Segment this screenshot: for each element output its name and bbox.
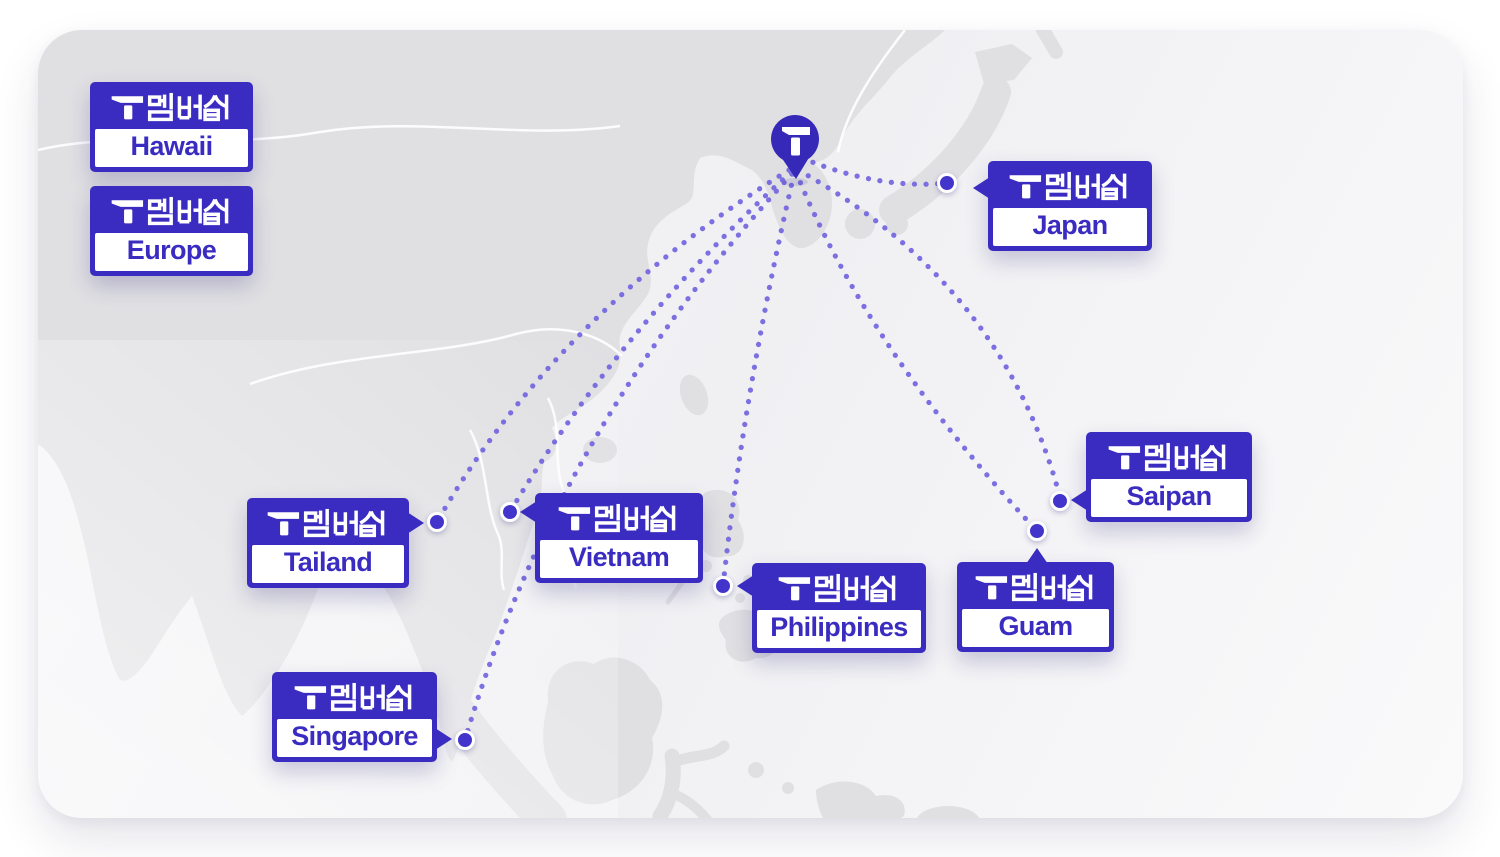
- map-dot-philippines: [713, 576, 733, 596]
- landmass-luzon: [696, 489, 744, 558]
- route-line-guam: [793, 169, 1040, 534]
- badge-pointer: [737, 575, 754, 597]
- location-name: Tailand: [252, 545, 404, 583]
- route-line-philippines: [720, 171, 797, 589]
- t-membership-logo-icon: [109, 91, 228, 121]
- location-badge-saipan: T 멤버십 Saipan: [1071, 432, 1252, 522]
- t-membership-logo-icon: [1107, 441, 1226, 471]
- t-membership-wordmark: T 멤버십: [1091, 440, 1247, 473]
- t-membership-wordmark: T 멤버십: [993, 169, 1147, 202]
- badge-pointer: [520, 501, 537, 523]
- map-dot-tailand: [427, 512, 447, 532]
- t-membership-wordmark: T 멤버십: [95, 194, 248, 227]
- location-badge-philippines: T 멤버십 Philippines: [737, 563, 926, 653]
- location-name: Guam: [962, 609, 1109, 647]
- location-badge-tailand: T 멤버십 Tailand: [247, 498, 424, 588]
- landmass-visayas: [700, 560, 712, 572]
- badge-pointer: [1071, 489, 1088, 511]
- map-dot-singapore: [455, 730, 475, 750]
- location-name: Singapore: [277, 719, 432, 757]
- landmass-island: [782, 782, 794, 794]
- route-line-singapore: [462, 171, 795, 743]
- badge-pointer: [1026, 548, 1048, 564]
- map-dot-vietnam: [500, 502, 520, 522]
- landmass-maluku: [816, 781, 905, 818]
- location-name: Japan: [993, 208, 1147, 246]
- t-membership-wordmark: T 멤버십: [962, 570, 1109, 603]
- landmass-island: [917, 806, 979, 818]
- t-membership-wordmark: T 멤버십: [95, 90, 248, 123]
- pin-t-logo: [782, 127, 810, 156]
- t-membership-logo-icon: [266, 507, 385, 537]
- map-dot-saipan: [1050, 491, 1070, 511]
- landmass-kyushu: [845, 209, 875, 239]
- t-membership-logo-icon: [777, 572, 896, 602]
- t-membership-logo-icon: [1008, 170, 1127, 200]
- t-membership-logo-icon: [292, 681, 411, 711]
- origin-pin: [771, 115, 819, 186]
- landmass-island: [748, 762, 764, 778]
- t-membership-wordmark: T 멤버십: [252, 506, 404, 539]
- location-name: Europe: [95, 233, 248, 271]
- map-dot-japan: [937, 173, 957, 193]
- landmass-honshu: [879, 77, 1011, 225]
- t-membership-logo-icon: [973, 571, 1092, 601]
- t-membership-wordmark: T 멤버십: [757, 571, 921, 604]
- location-badge-europe: T 멤버십 Europe: [90, 186, 253, 276]
- badge-pointer: [407, 512, 424, 534]
- location-badge-japan: T 멤버십 Japan: [973, 161, 1152, 251]
- t-membership-logo-icon: [109, 195, 228, 225]
- location-badge-hawaii: T 멤버십 Hawaii: [90, 82, 253, 172]
- location-name: Philippines: [757, 610, 921, 648]
- map-dot-guam: [1027, 521, 1047, 541]
- badge-pointer: [435, 728, 452, 750]
- location-badge-singapore: T 멤버십 Singapore: [272, 672, 452, 762]
- location-badge-vietnam: T 멤버십 Vietnam: [520, 493, 703, 583]
- pin-shadow: [782, 178, 808, 186]
- location-name: Hawaii: [95, 129, 248, 167]
- t-membership-logo-icon: [557, 502, 676, 532]
- landmass-hokkaido: [975, 44, 1032, 84]
- location-badge-guam: T 멤버십 Guam: [957, 548, 1114, 652]
- route-line-vietnam: [507, 169, 794, 515]
- route-line-saipan: [795, 167, 1064, 504]
- landmass-shikoku: [886, 213, 908, 235]
- t-membership-wordmark: T 멤버십: [540, 501, 698, 534]
- landmass-taiwan: [679, 374, 709, 416]
- badge-pointer: [973, 177, 990, 199]
- location-name: Saipan: [1091, 479, 1247, 517]
- location-name: Vietnam: [540, 540, 698, 578]
- landmass-sulawesi: [668, 740, 730, 768]
- t-membership-wordmark: T 멤버십: [277, 680, 432, 713]
- landmass-sulawesi: [663, 787, 713, 818]
- landmass-sakhalin: [1036, 30, 1063, 59]
